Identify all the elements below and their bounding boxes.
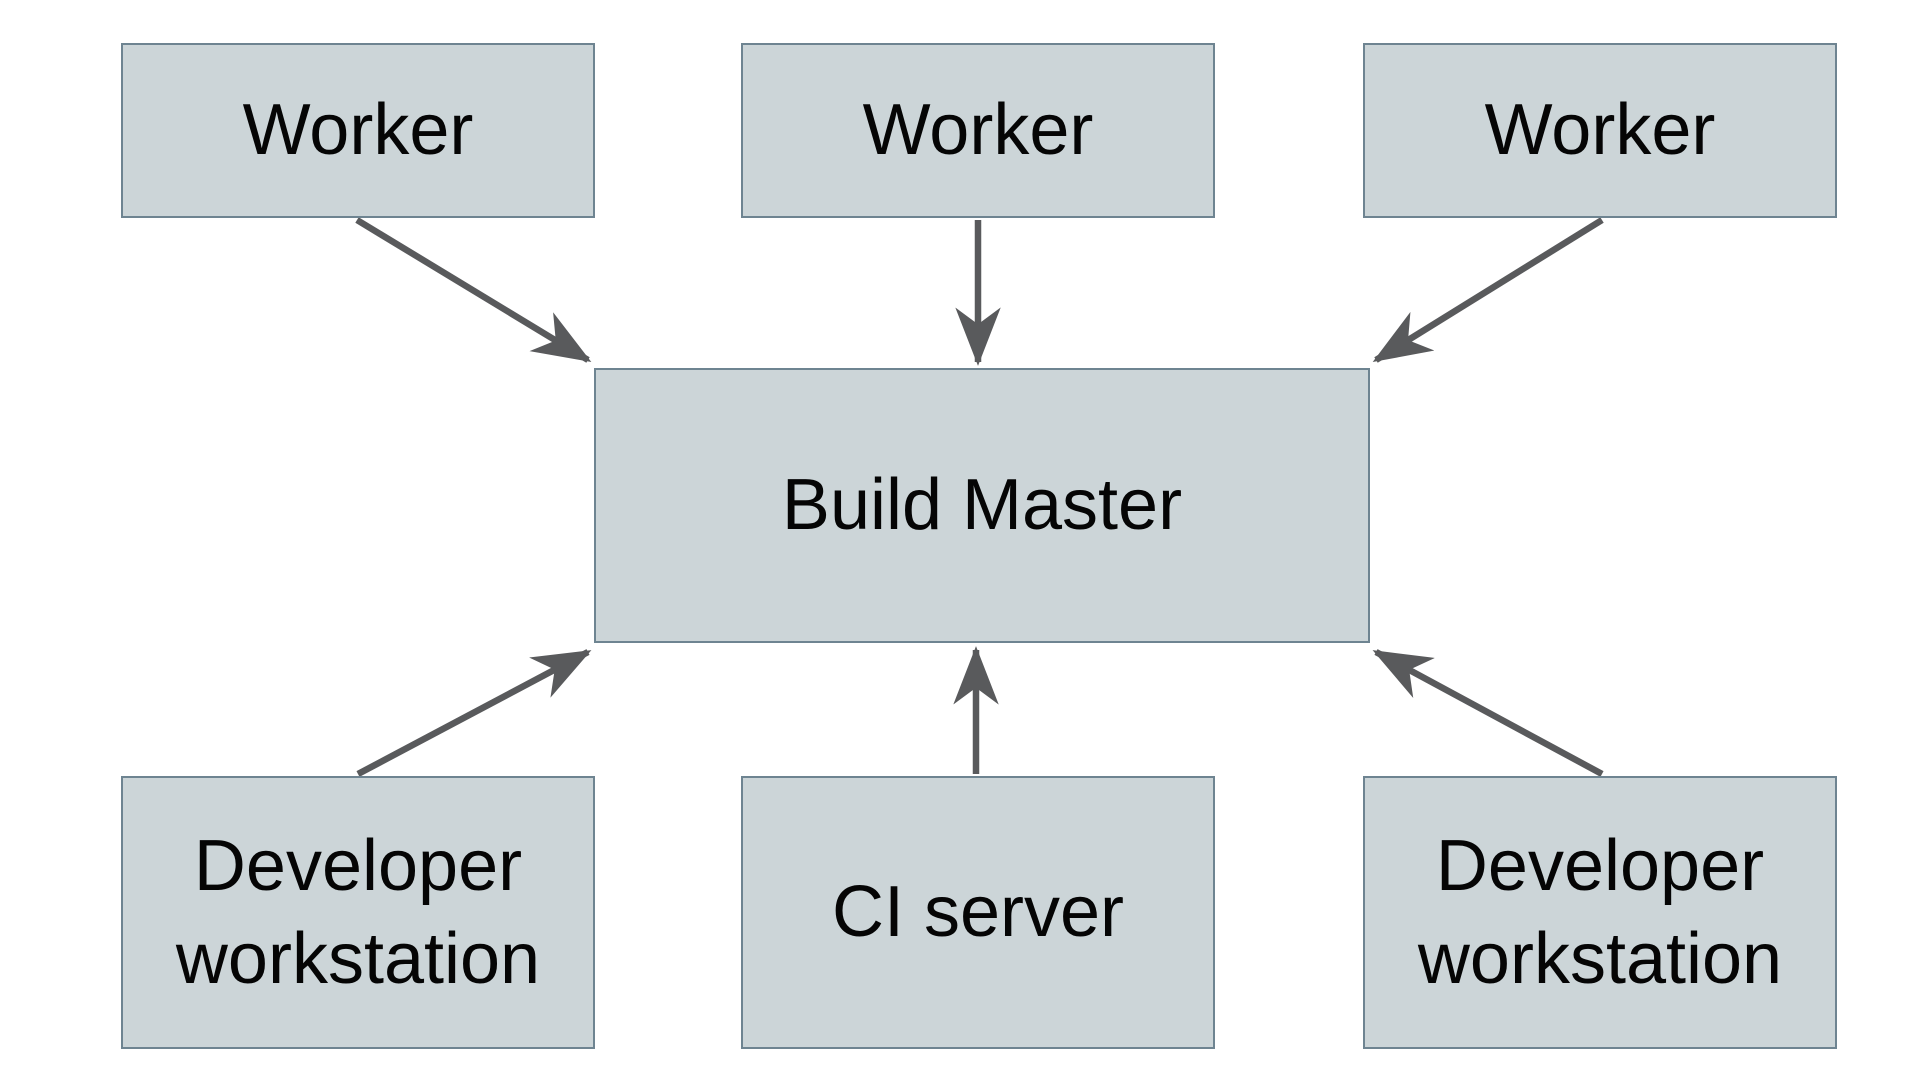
node-developer-workstation-left: Developer workstation [121, 776, 595, 1049]
node-worker-2-label: Worker [862, 90, 1094, 171]
node-worker-1-label: Worker [242, 90, 474, 171]
node-worker-2: Worker [741, 43, 1215, 218]
arrow-dev-right-to-build-master [1372, 649, 1604, 777]
node-developer-workstation-left-label: Developer workstation [175, 826, 541, 999]
node-developer-workstation-right-label: Developer workstation [1417, 826, 1783, 999]
node-worker-3: Worker [1363, 43, 1837, 218]
arrow-worker3-to-build-master [1372, 217, 1604, 363]
node-developer-workstation-right: Developer workstation [1363, 776, 1837, 1049]
arrow-worker1-to-build-master [355, 217, 592, 363]
node-worker-1: Worker [121, 43, 595, 218]
node-build-master: Build Master [594, 368, 1370, 643]
arrow-dev-left-to-build-master [356, 649, 592, 777]
node-build-master-label: Build Master [781, 465, 1183, 546]
node-worker-3-label: Worker [1484, 90, 1716, 171]
node-ci-server-label: CI server [831, 872, 1125, 953]
node-ci-server: CI server [741, 776, 1215, 1049]
